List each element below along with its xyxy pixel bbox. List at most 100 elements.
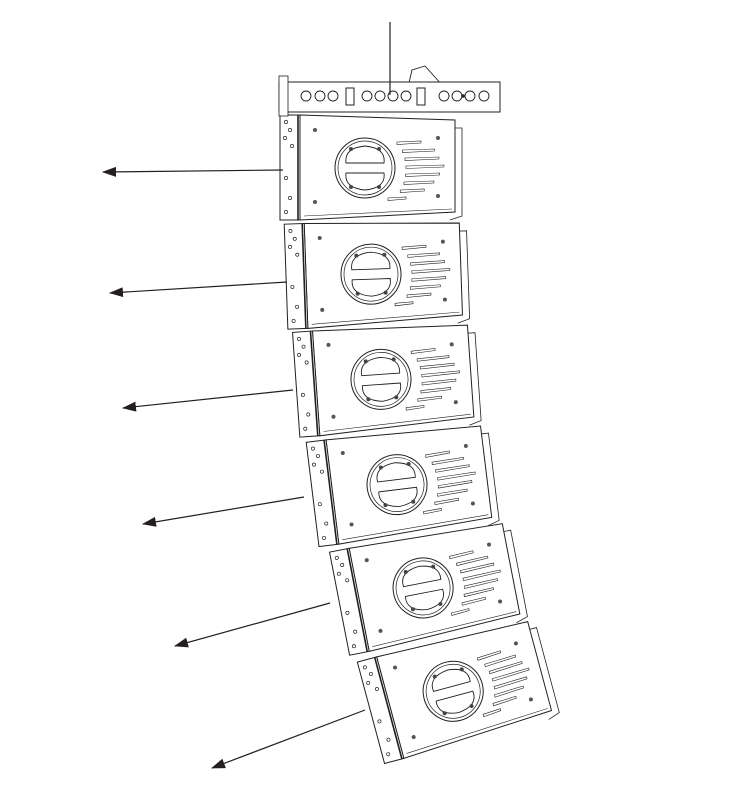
rigging-hole [366, 681, 371, 685]
coverage-arrow [109, 281, 288, 298]
vent-fin [402, 148, 435, 153]
vent-fin [410, 284, 441, 290]
rigging-hole [351, 644, 356, 649]
pickup-hole [314, 90, 326, 102]
vent-fin [492, 695, 517, 707]
vent-fin [419, 362, 455, 370]
panel-edge [346, 548, 369, 652]
vent-fin [423, 508, 442, 515]
waveguide-screw [438, 601, 443, 606]
vent-fin [460, 562, 495, 574]
screw [364, 558, 369, 563]
waveguide-screw [363, 359, 368, 364]
rigging-hole [375, 686, 379, 691]
waveguide-screw [394, 395, 399, 400]
horn-slot-top [360, 356, 401, 377]
waveguide-screw [382, 252, 387, 257]
handle-slot [345, 87, 355, 106]
speaker-cabinet [291, 324, 482, 438]
rigging-hole [340, 563, 345, 567]
speaker-cabinet [283, 222, 471, 330]
waveguide-inner-ring [337, 140, 393, 196]
waveguide-screw [366, 397, 371, 402]
screw [411, 735, 416, 740]
vent-fin [404, 156, 440, 161]
rigging-hole [386, 752, 391, 757]
rigging-hole [319, 469, 324, 474]
rigging-hole [283, 136, 287, 140]
screw [331, 414, 336, 419]
vent-fin [493, 676, 528, 690]
horn-slot-bottom [345, 172, 385, 191]
handle-slot [416, 87, 426, 106]
screw [487, 542, 492, 547]
panel-edge [309, 331, 319, 436]
waveguide-screw [391, 357, 396, 362]
screw [317, 235, 322, 240]
waveguide-screw [383, 290, 388, 295]
panel-edge [323, 440, 338, 545]
screw [449, 342, 454, 347]
vent-fin [420, 387, 452, 394]
horn-slot-bottom [351, 278, 391, 297]
waveguide-screw [442, 711, 447, 716]
rigging-hole [297, 337, 301, 341]
vent-fin [431, 456, 465, 466]
waveguide-screw [403, 569, 408, 574]
rigging-hole [311, 446, 315, 451]
pickup-hole [327, 90, 339, 102]
vent-fin [394, 301, 414, 307]
vent-fin [476, 650, 502, 661]
waveguide-screw [410, 607, 415, 612]
bar-end-plate [278, 75, 289, 117]
screw [442, 297, 447, 302]
vent-fin [437, 471, 476, 481]
cabinet-stack [279, 114, 560, 765]
rigging-hole [303, 426, 308, 431]
coverage-arrow [102, 166, 284, 177]
waveguide-inner-ring [425, 663, 481, 719]
waveguide-inner-ring [369, 457, 425, 512]
face-edge [311, 311, 460, 325]
waveguide-screw [459, 667, 464, 672]
screw [436, 136, 440, 140]
rigging-hole [288, 229, 293, 233]
screw [313, 128, 317, 132]
speaker-cabinet [305, 425, 500, 548]
waveguide-screw [378, 465, 383, 470]
vent-fin [401, 244, 427, 250]
waveguide-screw [355, 291, 360, 296]
pickup-hole [478, 90, 490, 102]
rigging-hole [316, 454, 320, 458]
vent-fin [437, 480, 473, 489]
shackle-point [461, 94, 465, 98]
vent-fin [403, 180, 435, 185]
face-edge [323, 413, 471, 432]
face-edge [342, 514, 489, 540]
rigging-hole [297, 353, 302, 357]
vent-fin [417, 395, 443, 402]
rigging-hole [306, 412, 311, 417]
rigging-hole [345, 578, 350, 583]
rigging-hole [284, 120, 288, 124]
vent-fin [405, 164, 445, 169]
vent-fin [421, 378, 457, 386]
waveguide-inner-ring [395, 560, 451, 616]
waveguide-screw [432, 674, 437, 679]
rigging-hole [377, 719, 382, 724]
pickup-hole [374, 90, 386, 102]
coverage-arrow [142, 496, 305, 527]
waveguide-screw [469, 704, 474, 709]
horn-slot-top [345, 145, 385, 164]
screw [340, 450, 345, 455]
vent-fin [405, 172, 440, 177]
rigging-hole [295, 304, 300, 309]
panel-edge [301, 223, 307, 329]
vent-fin [437, 488, 468, 497]
screw [528, 697, 533, 702]
pickup-hole [451, 90, 463, 102]
waveguide-screw [383, 503, 388, 508]
horn-slot-top [376, 462, 416, 483]
rigging-hole [345, 610, 350, 615]
